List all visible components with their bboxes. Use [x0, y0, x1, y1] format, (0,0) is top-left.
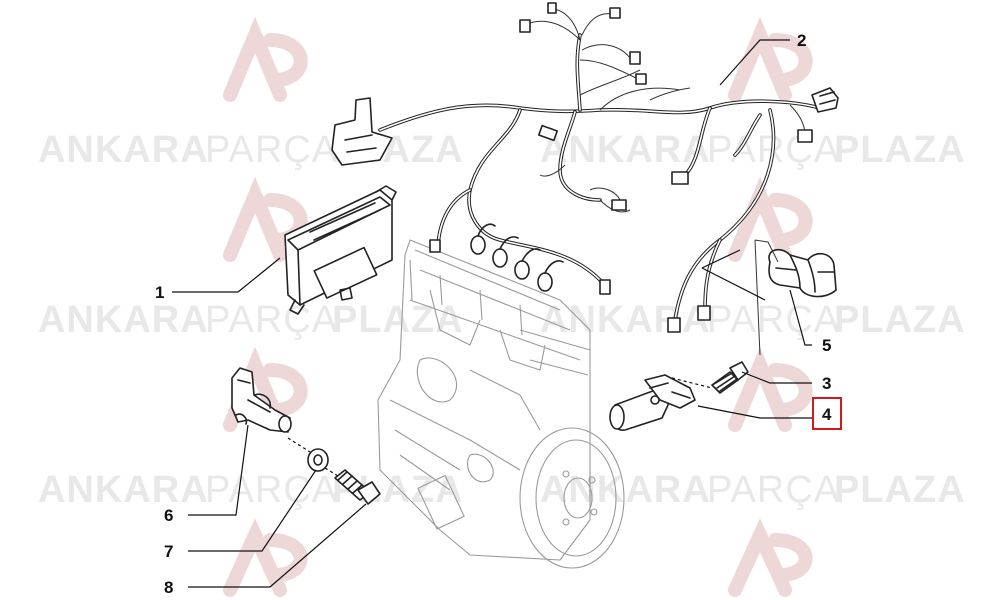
callout-4-highlight-box — [812, 397, 842, 430]
watermark-word-1: ANKARA — [38, 299, 209, 341]
leader-1 — [172, 257, 281, 293]
watermark-row-1: ANKARA PARÇA PLAZA ANKARA PARÇA PLAZA — [38, 129, 966, 171]
leader-5b — [701, 249, 766, 301]
callout-7[interactable]: 7 — [164, 542, 173, 561]
watermark-word-2: PARÇA — [205, 299, 338, 341]
leader-6 — [188, 424, 249, 516]
callout-labels: 1 2 3 4 5 6 7 8 — [155, 31, 842, 597]
watermark-word-2: PARÇA — [707, 299, 840, 341]
engine-block — [377, 239, 625, 569]
engine-control-unit — [284, 185, 397, 315]
watermark-row-3: ANKARA PARÇA PLAZA ANKARA PARÇA PLAZA — [38, 469, 966, 511]
callout-4[interactable]: 4 — [822, 405, 832, 424]
callout-8[interactable]: 8 — [164, 578, 173, 597]
watermark-word-1: ANKARA — [540, 299, 711, 341]
leader-5 — [789, 289, 812, 346]
watermark: ANKARA PARÇA PLAZA ANKARA PARÇA PLAZA AN… — [38, 16, 966, 597]
callout-6[interactable]: 6 — [164, 506, 173, 525]
crankshaft-position-sensor — [609, 374, 696, 431]
watermark-word-2: PARÇA — [205, 129, 338, 171]
watermark-row-2: ANKARA PARÇA PLAZA ANKARA PARÇA PLAZA — [38, 299, 966, 341]
callout-2[interactable]: 2 — [797, 31, 806, 50]
injector-connectors — [429, 223, 611, 295]
watermark-word-3: PLAZA — [834, 469, 966, 511]
watermark-word-1: ANKARA — [38, 129, 209, 171]
washer — [307, 448, 329, 472]
watermark-word-2: PARÇA — [707, 469, 840, 511]
leader-4 — [697, 405, 812, 419]
leader-2 — [719, 39, 790, 86]
callout-3[interactable]: 3 — [822, 374, 831, 393]
leader-3 — [741, 371, 812, 384]
watermark-word-2: PARÇA — [205, 469, 338, 511]
leader-8 — [188, 503, 367, 588]
wiring-harness — [331, 2, 839, 333]
bolt-3 — [711, 361, 749, 394]
flywheel — [519, 427, 625, 569]
callout-5[interactable]: 5 — [822, 336, 831, 355]
leader-lines — [172, 39, 812, 588]
callout-1[interactable]: 1 — [155, 283, 164, 302]
camshaft-position-sensor — [231, 367, 292, 433]
bolt-8 — [334, 469, 381, 505]
watermark-word-3: PLAZA — [332, 299, 464, 341]
watermark-word-1: ANKARA — [38, 469, 209, 511]
watermark-word-3: PLAZA — [834, 129, 966, 171]
harness-clips — [754, 239, 837, 356]
leader-7 — [188, 469, 317, 552]
watermark-word-3: PLAZA — [834, 299, 966, 341]
